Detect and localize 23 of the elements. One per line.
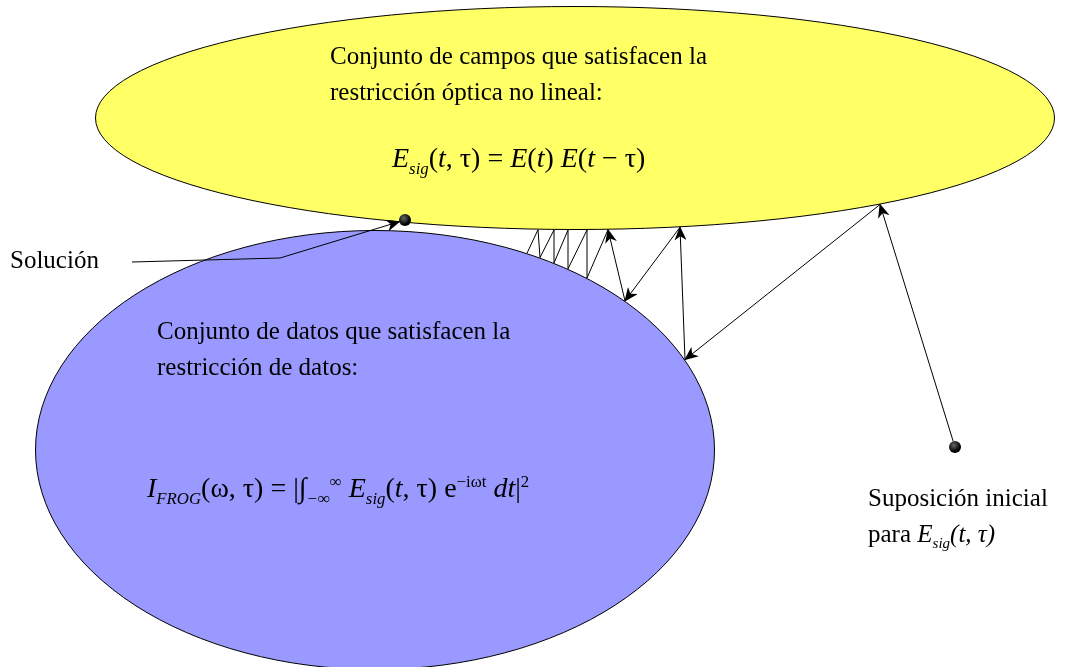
- region-description: Conjunto de datos que satisfacen la restricción de datos:: [157, 316, 512, 382]
- formula-text: I$_{FROG}$(ω, τ) = |∫$_{−∞}$$^{∞}$ E$_{sig}$(t, τ) e$^{−iωt}$ dt|$^{2}$: [147, 471, 530, 510]
- connector-line: [567, 229, 569, 270]
- ellipse-region: [95, 6, 1055, 230]
- arrow: [605, 228, 626, 302]
- region-description: Conjunto de campos que satisfacen la restricción óptica no lineal:: [330, 41, 708, 107]
- connector-line: [553, 229, 569, 264]
- arrow: [684, 204, 881, 361]
- arrow: [878, 203, 954, 442]
- arrow: [624, 226, 681, 302]
- connector-line: [539, 229, 555, 259]
- arrow: [674, 226, 687, 361]
- connector-line: [553, 229, 555, 264]
- formula-text: E$_{sig}$(t, τ) = E(t) E(t − τ): [392, 141, 646, 180]
- connector-line: [526, 229, 539, 254]
- leader-line: [131, 219, 401, 263]
- connector-line: [537, 229, 541, 259]
- label-text: Solución: [10, 245, 99, 275]
- caption-text: Suposición inicial para E$_{sig}$(t, τ): [868, 483, 1049, 553]
- connector-line: [586, 229, 609, 279]
- connector-line: [567, 229, 588, 270]
- connector-line: [586, 229, 588, 279]
- point-dot: [949, 441, 961, 453]
